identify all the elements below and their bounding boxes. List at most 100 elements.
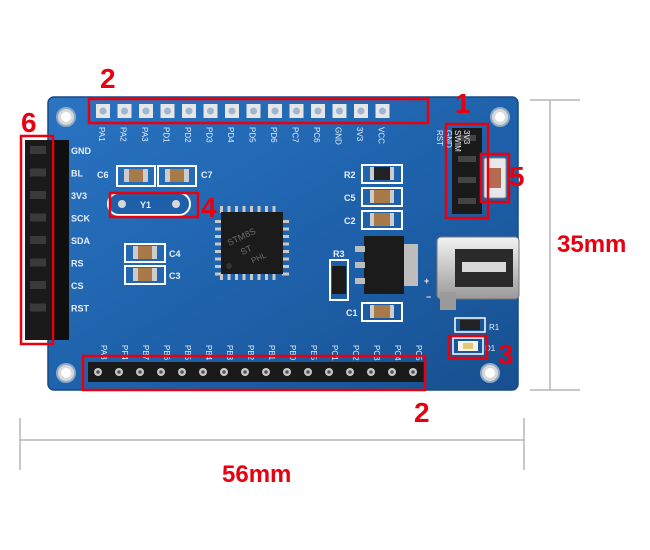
mcu-leg bbox=[257, 273, 261, 280]
bottom-pin-label: PB4 bbox=[204, 345, 213, 361]
mcu-leg bbox=[227, 206, 231, 213]
c2-label: C2 bbox=[344, 216, 356, 226]
r3-label: R3 bbox=[333, 249, 345, 259]
chip-text-2: ST bbox=[239, 243, 254, 257]
bottom-pin-core bbox=[285, 370, 289, 374]
res-r1: R1 bbox=[454, 317, 500, 333]
d1-label: D1 bbox=[485, 344, 496, 353]
width-dimension: 56mm bbox=[222, 461, 291, 488]
mcu-leg bbox=[282, 227, 289, 231]
cap-c2: C2 bbox=[344, 210, 403, 230]
mcu-leg bbox=[215, 257, 222, 261]
bottom-header-pins bbox=[94, 368, 417, 376]
mcu-leg bbox=[242, 206, 246, 213]
bottom-pin-core bbox=[180, 370, 184, 374]
mcu-leg bbox=[215, 227, 222, 231]
left-pin bbox=[30, 303, 46, 312]
bottom-pin-core bbox=[306, 370, 310, 374]
mcu-leg bbox=[265, 206, 268, 213]
cap-c6: C6 bbox=[97, 165, 156, 187]
cap-c5: C5 bbox=[344, 187, 403, 207]
cap-c3: C3 bbox=[124, 265, 181, 285]
bottom-pin-core bbox=[243, 370, 247, 374]
left-pin bbox=[30, 146, 46, 154]
left-pin bbox=[30, 213, 46, 222]
mcu-leg bbox=[235, 206, 238, 213]
bottom-pin-label: PC2 bbox=[351, 345, 360, 361]
mcu-leg bbox=[215, 265, 222, 268]
cap-c7: C7 bbox=[157, 165, 213, 187]
mcu-leg bbox=[215, 272, 222, 276]
left-pin bbox=[30, 258, 46, 267]
top-pad-hole bbox=[293, 107, 300, 115]
r1-label: R1 bbox=[489, 323, 500, 332]
swim-pin-label: SWIM bbox=[453, 130, 462, 152]
mcu-chip: STM8S ST PHL bbox=[215, 206, 289, 280]
res-r3: R3 bbox=[329, 249, 349, 301]
top-pin-label: PD1 bbox=[162, 127, 171, 143]
mcu-leg bbox=[250, 273, 253, 280]
callout-3: 3 bbox=[498, 339, 514, 370]
dimension-lines bbox=[19, 99, 580, 470]
mcu-leg bbox=[282, 265, 289, 268]
bottom-pin-label: PC4 bbox=[393, 345, 402, 361]
bottom-pin-core bbox=[369, 370, 373, 374]
top-pin-label: PD3 bbox=[205, 127, 214, 143]
mcu-leg bbox=[257, 206, 261, 213]
top-pin-label: PA1 bbox=[97, 127, 106, 142]
mcu-leg bbox=[227, 273, 231, 280]
mcu-leg bbox=[282, 235, 289, 238]
left-pin-label: SDA bbox=[71, 236, 91, 246]
top-pin-label: PD4 bbox=[226, 127, 235, 143]
left-pin bbox=[30, 191, 46, 199]
reset-button bbox=[483, 157, 507, 199]
mcu-leg bbox=[220, 206, 223, 213]
top-pin-label: PA2 bbox=[119, 127, 128, 142]
mcu-leg bbox=[282, 250, 289, 253]
callout-6: 6 bbox=[21, 107, 37, 138]
bottom-pin-core bbox=[138, 370, 142, 374]
mcu-leg bbox=[282, 242, 289, 246]
swim-pin bbox=[458, 135, 476, 141]
bottom-pin-core bbox=[222, 370, 226, 374]
mcu-leg bbox=[250, 206, 253, 213]
left-pin-label: CS bbox=[71, 281, 84, 291]
callout-2-top: 2 bbox=[100, 63, 116, 94]
top-header bbox=[96, 104, 390, 118]
usb-connector bbox=[436, 236, 520, 310]
left-pin-label: GND bbox=[71, 146, 92, 156]
left-pin bbox=[30, 236, 46, 244]
bottom-pin-label: PC5 bbox=[414, 345, 423, 361]
y1-label: Y1 bbox=[140, 200, 151, 210]
bottom-pin-label: PB1 bbox=[267, 345, 276, 361]
led-d1: D1 bbox=[452, 337, 496, 355]
swim-pin bbox=[458, 156, 476, 162]
top-pin-label: PC6 bbox=[312, 127, 321, 143]
top-pad-hole bbox=[336, 107, 343, 115]
mcu-leg bbox=[215, 242, 222, 246]
bottom-pin-label: PB0 bbox=[288, 345, 297, 361]
left-pin-label: RST bbox=[71, 304, 90, 314]
mcu-leg bbox=[242, 273, 246, 280]
bottom-pin-core bbox=[201, 370, 205, 374]
cap-c4: C4 bbox=[124, 243, 181, 263]
bottom-pin-label: PB5 bbox=[183, 345, 192, 361]
mcu-leg bbox=[282, 257, 289, 261]
bottom-pin-core bbox=[159, 370, 163, 374]
top-pad-hole bbox=[228, 107, 236, 115]
c3-label: C3 bbox=[169, 271, 181, 281]
top-pin-label: PC7 bbox=[291, 127, 300, 143]
mcu-leg bbox=[272, 273, 276, 280]
top-pad-hole bbox=[271, 107, 279, 115]
res-r2: R2 bbox=[344, 164, 403, 184]
c5-label: C5 bbox=[344, 193, 356, 203]
left-pin-label: SCK bbox=[71, 214, 91, 224]
bottom-pin-core bbox=[411, 370, 415, 374]
mcu-leg bbox=[220, 273, 223, 280]
top-pin-label: PD6 bbox=[269, 127, 278, 143]
swim-pin-label: GND bbox=[444, 130, 453, 148]
callout-4: 4 bbox=[201, 192, 217, 223]
top-pin-label: PA3 bbox=[140, 127, 149, 142]
